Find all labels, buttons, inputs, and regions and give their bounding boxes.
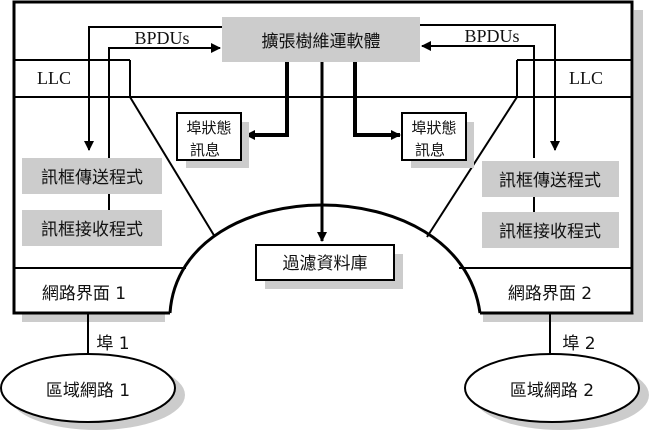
frame-shadow <box>634 10 643 321</box>
frame-send-left-box <box>22 158 162 194</box>
port-right-label: 埠 2 <box>562 334 595 354</box>
netif-right-shadow <box>483 313 643 322</box>
lan-left-ellipse <box>0 353 176 423</box>
bpdu-left-in-path <box>108 43 221 158</box>
lan-left-label: 區域網路 1 <box>46 381 130 401</box>
llc-left-label: LLC <box>37 68 71 88</box>
frame-recv-left-box <box>22 210 162 246</box>
frame-send-right-label: 訊框傳送程式 <box>499 171 601 191</box>
lan-right-label: 區域網路 2 <box>510 381 594 401</box>
bpdu-left-out-path <box>84 26 222 151</box>
stp-to-port-state-right <box>353 62 401 140</box>
lan-right-ellipse <box>464 353 640 423</box>
netif-left-label: 網路界面 1 <box>42 284 126 304</box>
frame-recv-right-box <box>482 212 619 248</box>
port-state-left-line1: 埠狀態 <box>186 119 231 137</box>
bpdu-right-in-path <box>421 41 535 158</box>
port-state-right-box <box>401 112 467 161</box>
port-state-left-box <box>176 112 242 161</box>
stp-to-port-state-left <box>245 62 289 140</box>
bpdu-right-label: BPDUs <box>464 26 519 46</box>
netif-left-shadow <box>22 313 165 322</box>
port-state-left-line2: 訊息 <box>190 141 220 159</box>
llc-left-diagonal <box>129 96 216 238</box>
bpdu-left-label: BPDUs <box>134 28 189 48</box>
filter-db-label: 過濾資料庫 <box>283 254 368 274</box>
frame-send-right-box <box>482 161 619 197</box>
frame-send-left-label: 訊框傳送程式 <box>41 168 143 188</box>
port-state-right-line2: 訊息 <box>415 141 445 159</box>
bridge-frame <box>12 0 634 315</box>
llc-right-label: LLC <box>569 68 603 88</box>
netif-right-label: 網路界面 2 <box>508 284 592 304</box>
spanning-tree-box <box>222 17 420 62</box>
bpdu-right-out-path <box>420 24 560 151</box>
port-state-right-line1: 埠狀態 <box>411 119 456 137</box>
spanning-tree-label: 擴張樹維運軟體 <box>262 32 381 52</box>
port-left-label: 埠 1 <box>96 334 129 354</box>
frame-recv-left-label: 訊框接收程式 <box>41 220 143 240</box>
filter-db-box <box>255 244 395 281</box>
frame-recv-right-label: 訊框接收程式 <box>499 222 601 242</box>
